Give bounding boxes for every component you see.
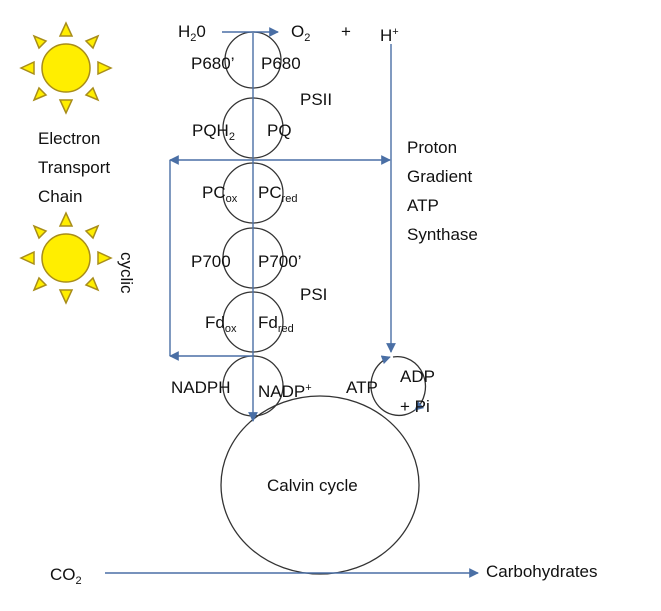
etc-label-1: Electron xyxy=(38,129,101,148)
psii-label: PSII xyxy=(300,90,333,109)
fd-red-label: Fdred xyxy=(258,313,294,335)
proton-label-1: Proton xyxy=(407,138,458,157)
carbohydrates-label: Carbohydrates xyxy=(486,562,598,581)
p680-label: P680 xyxy=(261,54,301,73)
hplus-label: H+ xyxy=(380,26,399,45)
proton-label-4: Synthase xyxy=(407,225,478,244)
p700prime-label: P700’ xyxy=(258,252,302,271)
pc-ox-label: PCox xyxy=(202,183,238,205)
etc-label-3: Chain xyxy=(38,187,83,206)
o2-label: O2 xyxy=(291,22,311,44)
atp-label: ATP xyxy=(346,378,378,397)
proton-label-3: ATP xyxy=(407,196,439,215)
pq-label: PQ xyxy=(267,121,292,140)
co2-label: CO2 xyxy=(50,565,82,587)
plus-pi-label: + Pi xyxy=(400,397,430,416)
sun-icon xyxy=(19,211,113,305)
h2o-label: H20 xyxy=(178,22,206,44)
proton-label-2: Gradient xyxy=(407,167,473,186)
pc-red-label: PCred xyxy=(258,183,298,205)
psi-label: PSI xyxy=(300,285,328,304)
plus-label: + xyxy=(341,22,351,41)
pqh2-label: PQH2 xyxy=(192,121,235,143)
p700-label: P700 xyxy=(191,252,231,271)
adp-label: ADP xyxy=(400,367,435,386)
atp-cycle-arc xyxy=(370,355,416,417)
sun-icon xyxy=(19,21,113,115)
calvin-cycle-circle xyxy=(220,395,420,575)
etc-label-2: Transport xyxy=(38,158,111,177)
atp-cycle-arc-right xyxy=(392,355,427,411)
p680prime-label: P680’ xyxy=(191,54,235,73)
cyclic-label: cyclic xyxy=(117,252,136,294)
nadp-label: NADP+ xyxy=(258,382,312,401)
fd-ox-label: Fdox xyxy=(205,313,237,335)
calvin-cycle-label: Calvin cycle xyxy=(267,476,358,495)
nadph-label: NADPH xyxy=(171,378,231,397)
